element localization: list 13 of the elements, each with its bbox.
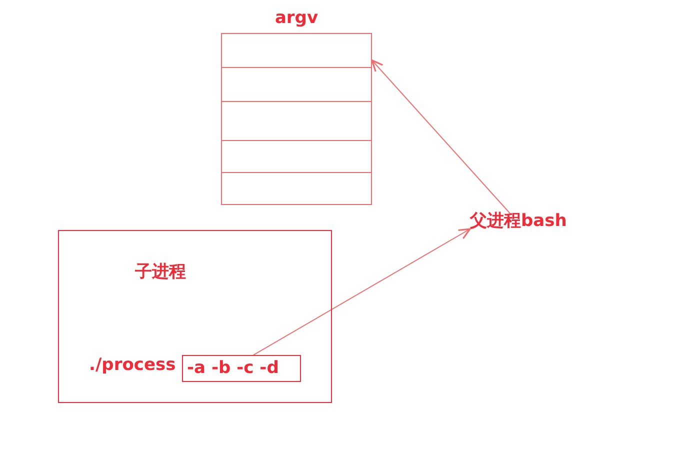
- table-cell: [221, 172, 372, 205]
- argument-box: -a -b -c -d: [182, 355, 301, 382]
- table-title: argv: [274, 8, 318, 28]
- parent-process-text: 父进程bash: [470, 211, 570, 235]
- table-cell: [221, 67, 372, 102]
- arrow: [371, 60, 510, 214]
- command-text: ./process: [89, 355, 177, 379]
- table-cell: [221, 101, 372, 141]
- table-cell: [221, 33, 372, 68]
- table-cell: [221, 140, 372, 173]
- process-box: [58, 230, 332, 403]
- box-title: 子进程: [135, 262, 186, 282]
- arrow: [252, 228, 471, 356]
